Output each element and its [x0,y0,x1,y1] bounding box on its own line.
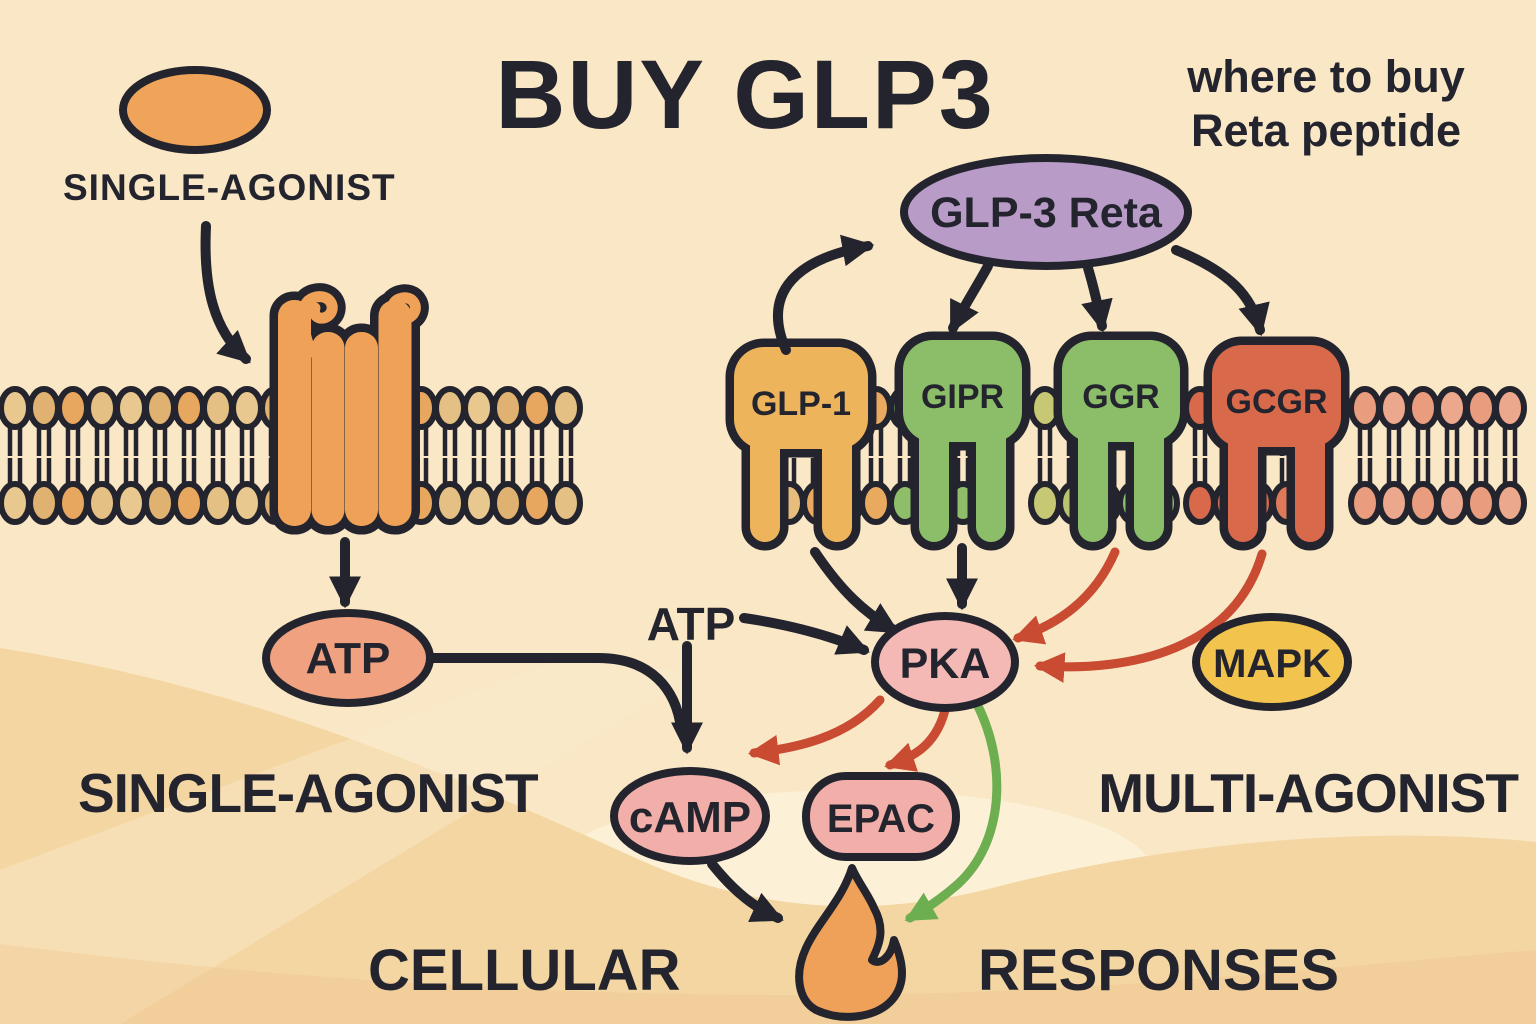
lipid [1464,386,1498,525]
receptor-label: GLP-1 [751,385,851,423]
lipid [56,386,90,525]
lipid [491,386,525,525]
pka-label: PKA [900,640,991,688]
receptor-label: GIPR [921,378,1004,416]
lipid [1028,386,1062,525]
lipid [1377,386,1411,525]
atp-node [262,609,434,707]
single-agonist-top-label: SINGLE-AGONIST [63,167,396,208]
atp-node-label: ATP [306,634,391,683]
arrow-atp-to-pka [739,613,870,655]
responses-label: RESPONSES [978,938,1339,1003]
mapk-label: MAPK [1213,642,1331,686]
arrow-ggr-to-pka [1012,547,1120,645]
epac-label: EPAC [827,797,935,841]
flame-icon [795,864,906,1021]
reta-label: GLP-3 Reta [930,189,1163,237]
single-agonist-bottom-label: SINGLE-AGONIST [78,762,538,824]
reta-node [900,154,1192,270]
arrow-pka-to-epac [884,701,951,772]
arrow-ligand-to-receptor [200,221,251,364]
receptor-label: GGR [1082,378,1159,416]
lipid [0,386,32,525]
receptor-gipr: GIPR [894,331,1031,551]
pka-node [871,612,1019,712]
bottom-deep-band [0,944,1536,1024]
receptor-label: GCGR [1226,383,1328,421]
line-atp-node-to-camp [425,653,686,733]
arrow-glp1-to-reta [773,234,875,355]
arrow-pka-to-flame [904,697,1002,923]
cellular-label: CELLULAR [368,938,681,1003]
lipid [85,386,119,525]
receptor-gcgr: GCGR [1203,336,1350,551]
arrow-camp-to-flame [707,859,784,923]
subtitle-line2: Reta peptide [1191,105,1461,156]
atp-free-label: ATP [647,598,736,650]
arrows [200,221,1270,923]
arrow-reta-to-gipr [948,261,993,334]
lipid [1493,386,1527,525]
subtitle-line1: where to buy [1186,51,1465,102]
receptor-7tm [269,283,429,535]
arrow-pka-to-camp [747,695,885,766]
page-title: BUY GLP3 [495,40,994,149]
lipid [1435,386,1469,525]
receptor-glp1: GLP-1 [725,338,877,551]
mapk-node [1192,613,1352,711]
lipid [1348,386,1382,525]
single-agonist-ligand [119,66,271,154]
receptor-ggr: GGR [1053,331,1189,551]
arrow-gcgr-to-pka [1033,549,1267,683]
multi-agonist-label: MULTI-AGONIST [1098,762,1518,824]
bottom-wave [0,648,1536,1024]
arrow-glp1-to-pka [810,547,900,635]
camp-node [610,767,770,865]
lipid [549,386,583,525]
arrow-reta-to-ggr [1081,263,1113,333]
receptors-group: GLP-1 GIPR GGR GCGR [725,331,1350,551]
lipid [520,386,554,525]
wave-light-streak [0,660,700,1024]
arrow-reta-to-gcgr [1171,245,1270,337]
epac-node [802,772,960,861]
camp-label: cAMP [629,793,751,842]
